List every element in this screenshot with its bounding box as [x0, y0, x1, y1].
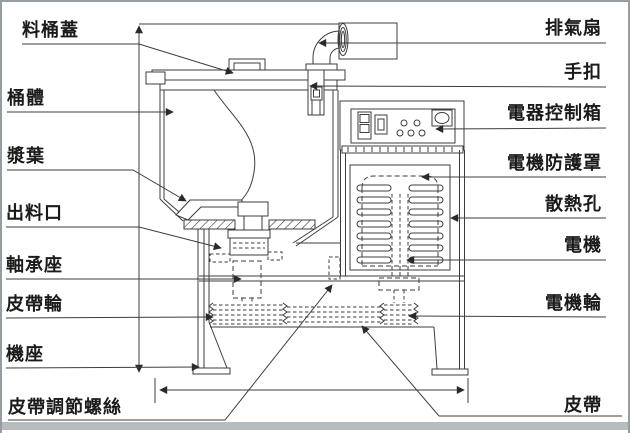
label-bearing-seat: 軸承座 — [6, 255, 63, 276]
exhaust-fan-drawing — [305, 22, 398, 71]
leader-machine-base — [5, 363, 200, 372]
paddle-outlet-drawing — [175, 199, 283, 304]
label-belt: 皮帶 — [564, 395, 602, 416]
label-machine-base: 機座 — [6, 344, 44, 365]
label-electric-control-box: 電器控制箱 — [507, 103, 602, 124]
label-motor: 電機 — [564, 235, 602, 256]
leader-hand-buckle — [309, 82, 607, 91]
label-motor-pulley: 電機輪 — [545, 293, 602, 314]
heat-vent-slats-left — [356, 184, 392, 264]
leader-lines — [5, 39, 622, 421]
label-exhaust-fan: 排氣扇 — [545, 18, 602, 39]
frame-rails — [199, 275, 464, 328]
leader-paddle-blade — [7, 169, 187, 202]
label-belt-pulley: 皮帶輪 — [6, 294, 63, 315]
hand-buckle-drawing — [307, 69, 325, 116]
label-belt-adjust-screw: 皮帶調節螺絲 — [8, 397, 122, 418]
leader-belt-pulley — [5, 313, 214, 322]
leader-electric-control-box — [435, 124, 607, 133]
label-paddle-blade: 漿葉 — [7, 146, 45, 167]
label-heat-vent-holes: 散熱孔 — [545, 194, 602, 215]
motor-drawing — [361, 175, 439, 303]
machine-base-drawing — [192, 229, 469, 376]
bottom-gray-bar — [2, 422, 628, 430]
label-hand-buckle: 手扣 — [564, 62, 602, 83]
label-motor-guard: 電機防護罩 — [507, 153, 602, 174]
control-box-drawing — [339, 100, 465, 154]
leader-belt — [361, 325, 622, 417]
barrel-lid-drawing — [145, 58, 346, 91]
label-barrel-lid: 料桶蓋 — [22, 20, 79, 41]
leader-discharge-outlet — [6, 226, 222, 251]
dimension-lines — [135, 23, 469, 403]
leader-barrel-lid — [22, 43, 234, 75]
leader-belt-adjust-screw — [8, 284, 333, 421]
label-barrel-body: 桶體 — [7, 88, 45, 109]
label-discharge-outlet: 出料口 — [6, 203, 63, 224]
leader-motor-pulley — [408, 312, 607, 321]
barrel-body-drawing — [159, 89, 340, 247]
